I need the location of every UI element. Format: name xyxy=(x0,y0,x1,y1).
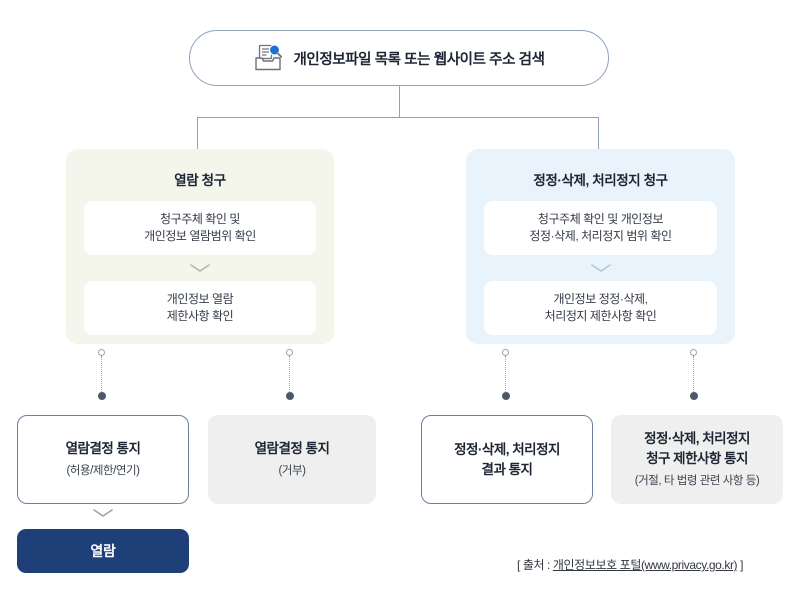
connector-end-dot xyxy=(285,392,294,400)
connector-start-dot xyxy=(98,349,105,356)
connector-trunk-vertical xyxy=(398,86,400,118)
connector-drop-right xyxy=(597,117,599,151)
final-node-access[interactable]: 열람 xyxy=(17,529,189,573)
branch-title-access-request: 열람 청구 xyxy=(174,173,226,188)
footer-suffix: ] xyxy=(737,558,744,572)
top-node-search[interactable]: 개인정보파일 목록 또는 웹사이트 주소 검색 xyxy=(189,30,609,86)
connector-horizontal-split xyxy=(197,117,599,119)
chevron-down-icon xyxy=(590,264,611,272)
result-box-correction-restriction-notice[interactable]: 정정·삭제, 처리정지 청구 제한사항 통지 (거절, 타 법령 관련 사항 등… xyxy=(611,415,783,504)
result-sub-line: (허용/제한/연기) xyxy=(66,465,140,477)
connector-start-dot xyxy=(502,349,509,356)
dotted-connector-3 xyxy=(500,349,511,400)
branch-access-request: 열람 청구 청구주체 확인 및 개인정보 열람범위 확인 개인정보 열람 제한사… xyxy=(66,149,334,344)
dotted-connector-1 xyxy=(96,349,107,400)
step-line: 개인정보 열람범위 확인 xyxy=(144,229,256,243)
step-line: 처리정지 제한사항 확인 xyxy=(544,309,657,323)
step-card-correction-1: 청구주체 확인 및 개인정보 정정·삭제, 처리정지 범위 확인 xyxy=(484,201,717,255)
step-card-correction-2: 개인정보 정정·삭제, 처리정지 제한사항 확인 xyxy=(484,281,717,335)
result-box-access-decision-refuse[interactable]: 열람결정 통지 (거부) xyxy=(208,415,376,504)
step-line: 개인정보 열람 xyxy=(166,292,234,306)
connector-end-dot xyxy=(501,392,510,400)
dotted-connector-2 xyxy=(284,349,295,400)
document-search-icon xyxy=(255,44,283,71)
chevron-down-icon xyxy=(190,264,210,272)
result-box-access-decision-allow[interactable]: 열람결정 통지 (허용/제한/연기) xyxy=(17,415,189,504)
source-footer: [ 출처 : 개인정보보호 포털(www.privacy.go.kr) ] xyxy=(470,556,790,573)
dotted-connector-4 xyxy=(688,349,699,400)
step-line: 청구주체 확인 및 개인정보 xyxy=(537,212,664,226)
step-line: 개인정보 정정·삭제, xyxy=(553,292,648,306)
chevron-down-icon xyxy=(93,509,113,517)
chevron-access xyxy=(66,255,334,281)
connector-dotted-line xyxy=(101,356,102,392)
step-line: 정정·삭제, 처리정지 범위 확인 xyxy=(529,229,672,243)
connector-drop-left xyxy=(197,117,199,151)
step-card-access-2: 개인정보 열람 제한사항 확인 xyxy=(84,281,316,335)
result-main-line: 열람결정 통지 xyxy=(254,441,330,456)
connector-dotted-line xyxy=(505,356,506,392)
final-node-label: 열람 xyxy=(90,543,116,559)
result-main-line: 정정·삭제, 처리정지 xyxy=(454,441,560,457)
chevron-to-final xyxy=(92,508,114,520)
connector-dotted-line xyxy=(289,356,290,392)
result-main-line: 결과 통지 xyxy=(481,461,533,477)
branch-title-correction-request: 정정·삭제, 처리정지 청구 xyxy=(533,173,668,188)
connector-dotted-line xyxy=(693,356,694,392)
result-sub-line: (거부) xyxy=(278,465,306,477)
top-node-label: 개인정보파일 목록 또는 웹사이트 주소 검색 xyxy=(293,51,545,68)
result-box-correction-result-notice[interactable]: 정정·삭제, 처리정지 결과 통지 xyxy=(421,415,593,504)
footer-source-link[interactable]: 개인정보보호 포털(www.privacy.go.kr) xyxy=(552,558,738,572)
step-line: 청구주체 확인 및 xyxy=(160,212,240,226)
step-line: 제한사항 확인 xyxy=(166,309,234,323)
connector-end-dot xyxy=(689,392,698,400)
chevron-correction xyxy=(466,255,735,281)
result-main-line: 정정·삭제, 처리정지 xyxy=(644,431,750,446)
connector-start-dot xyxy=(286,349,293,356)
result-main-line: 청구 제한사항 통지 xyxy=(646,451,748,466)
footer-prefix: [ 출처 : xyxy=(516,558,553,572)
connector-start-dot xyxy=(690,349,697,356)
connector-end-dot xyxy=(97,392,106,400)
step-card-access-1: 청구주체 확인 및 개인정보 열람범위 확인 xyxy=(84,201,316,255)
branch-correction-request: 정정·삭제, 처리정지 청구 청구주체 확인 및 개인정보 정정·삭제, 처리정… xyxy=(466,149,735,344)
result-sub-line: (거절, 타 법령 관련 사항 등) xyxy=(634,475,760,487)
result-main-line: 열람결정 통지 xyxy=(65,441,141,456)
